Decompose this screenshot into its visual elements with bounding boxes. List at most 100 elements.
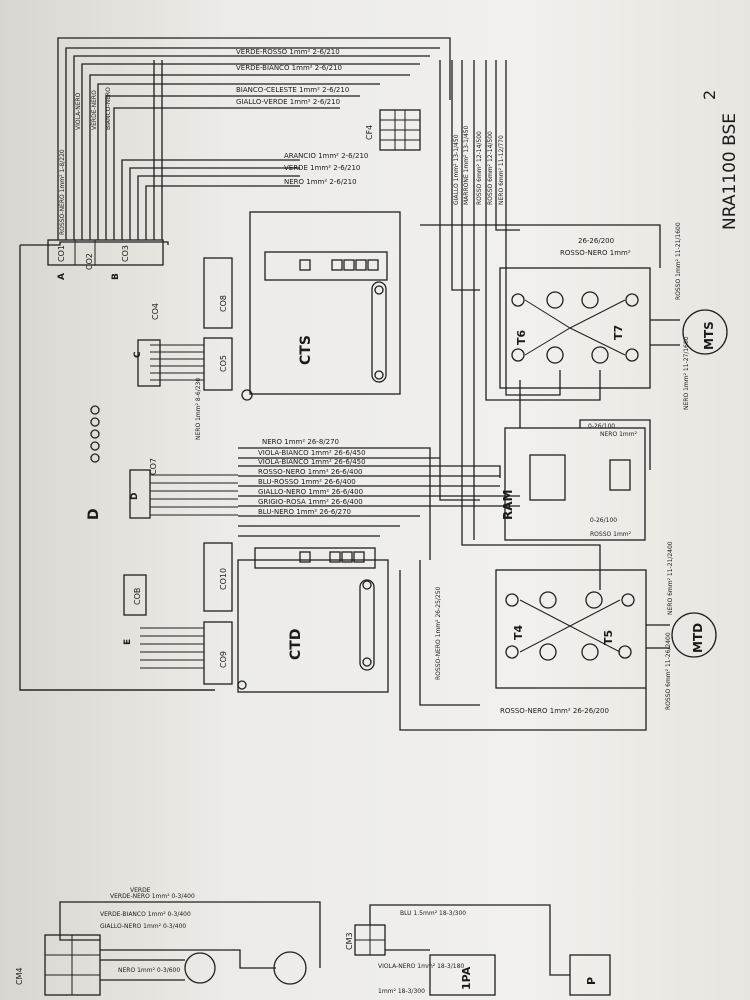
wire-label: NERO 1mm² 26-8/270 <box>262 438 339 446</box>
wire-label: VERDE-NERO 1mm² 0-3/400 <box>110 893 195 900</box>
label-conn-c: C <box>133 351 143 358</box>
wire-label: GIALLO-NERO 1mm² 26-6/400 <box>258 488 363 496</box>
label-co8: CO8 <box>219 295 228 312</box>
label-cf4: CF4 <box>365 125 374 140</box>
wire-label: NERO 1mm² 11-27/1600 <box>683 336 690 410</box>
label-conn-b: B <box>111 273 121 280</box>
wire-vertical-rosso <box>419 560 480 706</box>
wire-label: VIOLA-BIANCO 1mm² 26-6/450 <box>258 449 366 457</box>
wire-label: NERO 1mm² 8-6/230 <box>195 378 202 440</box>
ram-relay-box <box>504 427 646 541</box>
wire-loop-bottom <box>399 570 647 731</box>
co8-connector <box>203 257 233 329</box>
co9-connector <box>203 621 233 685</box>
cts-terminals <box>299 259 379 271</box>
wire-label: 0-26/100 <box>590 517 617 524</box>
d-screw-terminals <box>90 405 100 463</box>
label-co4: CO4 <box>151 303 160 320</box>
board-d-outline <box>19 245 215 691</box>
label-p: P <box>585 977 598 985</box>
wire-label: NERO 1mm² 2-6/210 <box>284 178 357 186</box>
page-number: 2 <box>700 90 719 100</box>
label-d: D <box>86 508 102 520</box>
cts-terminal-strip <box>264 251 388 281</box>
label-mts: MTS <box>702 321 716 350</box>
label-ram: RAM <box>501 490 515 520</box>
label-cm3: CM3 <box>345 932 354 950</box>
wire-label: 1mm² 18-3/300 <box>378 988 425 995</box>
label-co9: CO9 <box>219 651 228 668</box>
wire-label: MARRONE 1mm² 13-1/450 <box>463 125 470 205</box>
label-pa: 1PA <box>460 966 473 990</box>
wire-label: NERO 1mm² 0-3/600 <box>118 967 180 974</box>
motor-mtd <box>671 612 717 658</box>
label-co3: CO3 <box>121 245 130 262</box>
ram-coil <box>529 454 566 501</box>
wire-label: VERDE <box>130 887 151 894</box>
label-conn-e: E <box>123 639 133 645</box>
cts-ground-point <box>241 389 253 401</box>
bottom-wires <box>59 901 321 981</box>
wire-label: VERDE-BIANCO 1mm² 0-3/400 <box>100 911 191 918</box>
ctd-terminals <box>299 551 365 563</box>
board-d-top <box>20 241 169 246</box>
pressure-switch-p <box>569 954 611 996</box>
cob-connector <box>123 574 147 616</box>
wire-label: GIALLO-NERO 1mm² 0-3/400 <box>100 923 186 930</box>
label-co7: CO7 <box>149 458 158 475</box>
label-t7: T7 <box>612 325 625 340</box>
pressure-switch-1pa <box>429 954 496 996</box>
wire-label: ROSSO-NERO 1mm² 1-8/220 <box>59 149 66 235</box>
label-conn-d: D <box>130 493 140 500</box>
wire-label: NERO 1mm² <box>600 431 638 438</box>
ctd-board <box>237 559 389 693</box>
label-mtd: MTD <box>691 623 705 653</box>
wire-label: ARANCIO 1mm² 2-6/210 <box>284 152 368 160</box>
wire-label: 0-26/100 <box>588 423 615 430</box>
wire-label: ROSSO 6mm² 11-26/2400 <box>665 632 672 710</box>
bottom-wire-cm3 <box>369 904 570 976</box>
wire-label: ROSSO 6mm² 12-14/500 <box>487 131 494 205</box>
wire-label: GIALLO-VERDE 1mm² 2-6/210 <box>236 98 340 106</box>
label-ctd: CTD <box>288 629 304 660</box>
co5-connector <box>203 337 233 391</box>
sensor-p <box>273 951 307 985</box>
label-t6: T6 <box>515 329 528 345</box>
wire-label: VERDE 1mm² 2-6/210 <box>284 164 360 172</box>
ctd-terminal-strip <box>254 547 376 569</box>
c-connector <box>137 339 161 387</box>
label-co2: CO2 <box>85 253 94 270</box>
wire-label: BLU-ROSSO 1mm² 26-6/400 <box>258 478 356 486</box>
cts-board <box>249 211 401 395</box>
label-t4: T4 <box>512 624 525 640</box>
wire-label: GIALLO 1mm² 13-1/450 <box>453 134 460 205</box>
ram-contact <box>609 459 631 491</box>
wire-label: VERDE-NERO <box>91 90 98 130</box>
label-conn-a: A <box>57 273 67 280</box>
label-co10: CO10 <box>219 568 228 590</box>
wire-label: NERO 6mm² 11-21/2400 <box>667 541 674 615</box>
wire-label: 26-26/200 <box>578 237 614 245</box>
label-t5: T5 <box>602 630 615 645</box>
wire-label: BIANCO-CELESTE 1mm² 2-6/210 <box>236 86 349 94</box>
wire-label: ROSSO-NERO 1mm² 26-6/400 <box>258 468 362 476</box>
label-co5: CO5 <box>219 355 228 372</box>
pin-rows <box>140 344 238 669</box>
wire-label: ROSSO 1mm² <box>590 531 632 538</box>
wire-label: BIANCO-NERO <box>105 87 112 130</box>
wire-label: VERDE-BIANCO 1mm² 2-6/210 <box>236 64 342 72</box>
wire-label: VIOLA-NERO <box>75 92 82 130</box>
wire-label: VIOLA-BIANCO 1mm² 26-6/450 <box>258 458 366 466</box>
wire-label: BLU 1.5mm² 18-3/300 <box>400 910 466 917</box>
label-cob: COB <box>133 588 142 605</box>
sensor-pt <box>184 952 216 984</box>
wire-label: BLU-NERO 1mm² 26-6/270 <box>258 508 351 516</box>
terminal-board-t6-t7 <box>499 267 651 389</box>
label-cts: CTS <box>298 335 314 365</box>
wire-label: GRIGIO-ROSA 1mm² 26-6/400 <box>258 498 363 506</box>
motor-mts <box>682 309 728 355</box>
co7-connector <box>129 469 151 519</box>
ctd-slot <box>359 579 375 671</box>
